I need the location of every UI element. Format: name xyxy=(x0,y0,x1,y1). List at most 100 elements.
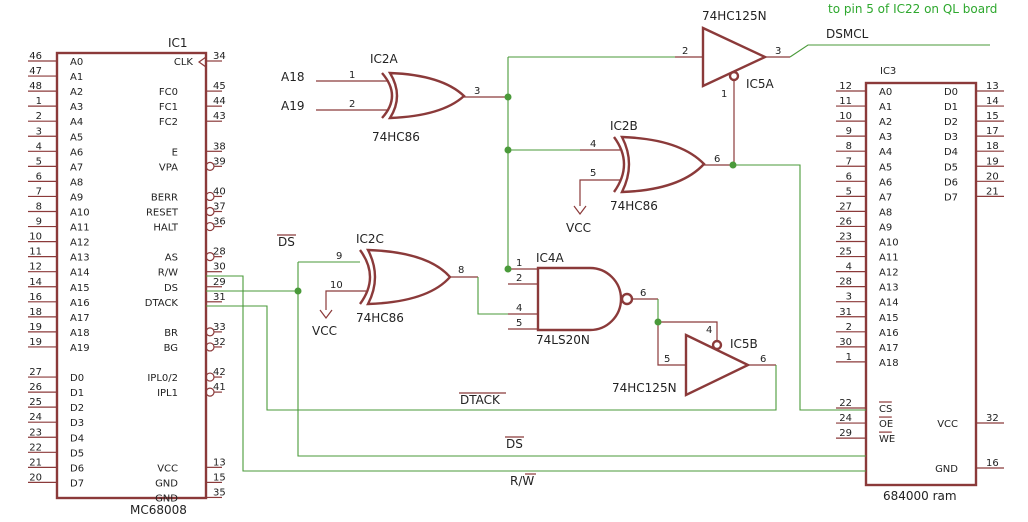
net-labels: DSMCL DS DTACK DS R/W xyxy=(277,27,869,488)
pin-number: 2 xyxy=(846,322,852,333)
pin-name: A6 xyxy=(879,177,892,188)
svg-text:4: 4 xyxy=(706,325,712,336)
pin-name: A5 xyxy=(70,132,83,143)
pin-name: A7 xyxy=(70,162,83,173)
svg-text:6: 6 xyxy=(760,354,766,365)
svg-text:6: 6 xyxy=(640,288,646,299)
pin-number: 27 xyxy=(839,201,852,212)
pin-name: A9 xyxy=(879,222,892,233)
wire-rw xyxy=(206,275,866,472)
pin-number: 28 xyxy=(839,277,852,288)
pin-number: 14 xyxy=(986,96,999,107)
pin-name: RESET xyxy=(146,208,179,219)
pin-name: A11 xyxy=(879,253,899,264)
pin-number: 2 xyxy=(36,111,42,122)
pin-name: AS xyxy=(165,253,178,264)
pin-number: 19 xyxy=(986,156,999,167)
ic2a-ref: IC2A xyxy=(370,52,399,66)
pin-name: D0 xyxy=(70,373,84,384)
pin-number: 44 xyxy=(213,96,226,107)
pin-name: A9 xyxy=(70,192,83,203)
ic5b-part: 74HC125N xyxy=(612,381,677,395)
pin-name: BR xyxy=(164,328,178,339)
pin-number: 8 xyxy=(846,141,852,152)
net-a18-label: A18 xyxy=(281,70,304,84)
ic3-ram: IC3 684000 ram 12A011A110A29A38A47A56A65… xyxy=(836,66,1004,503)
pin-number: 9 xyxy=(846,126,852,137)
pin-name: VCC xyxy=(157,463,178,474)
ic2b-body xyxy=(619,135,706,194)
net-a19-label: A19 xyxy=(281,99,304,113)
pin-name: A16 xyxy=(879,328,899,339)
pin-name: D2 xyxy=(944,117,958,128)
pin-number: 15 xyxy=(986,111,999,122)
pin-name: R/W xyxy=(158,268,178,279)
pin-name: A1 xyxy=(70,72,83,83)
pin-name: D1 xyxy=(70,388,84,399)
pin-name: A18 xyxy=(879,358,899,369)
ic5b-ref: IC5B xyxy=(730,337,758,351)
pin-name: CS xyxy=(879,404,892,415)
ic5b-tristate-buffer: 74HC125N IC5B 5 4 6 xyxy=(612,321,776,397)
ic4a-nand-gate: IC4A 74LS20N 1 2 4 5 6 xyxy=(508,251,658,347)
svg-text:2: 2 xyxy=(682,46,688,57)
pin-number: 36 xyxy=(213,217,226,228)
ic2a-part: 74HC86 xyxy=(372,130,420,144)
pin-number: 30 xyxy=(213,262,226,273)
pin-name: GND xyxy=(155,493,178,504)
ic2c-vcc-label: VCC xyxy=(312,324,337,338)
pin-number: 13 xyxy=(986,81,999,92)
pin-number: 31 xyxy=(213,292,226,303)
pin-number: 43 xyxy=(213,111,226,122)
svg-text:6: 6 xyxy=(714,154,720,165)
net-dtack-label: DTACK xyxy=(460,393,501,407)
ic4a-inversion-bubble xyxy=(620,292,634,306)
svg-text:5: 5 xyxy=(590,168,596,179)
pin-number: 11 xyxy=(29,247,42,258)
ic3-left-pins: 12A011A110A29A38A47A56A65A727A826A923A10… xyxy=(836,81,899,445)
pin-number: 33 xyxy=(213,322,226,333)
pin-name: D0 xyxy=(944,87,958,98)
pin-name: A15 xyxy=(70,283,90,294)
ic4a-part: 74LS20N xyxy=(536,333,590,347)
pin-name: BG xyxy=(164,343,178,354)
pin-name: A10 xyxy=(879,238,899,249)
pin-number: 45 xyxy=(213,81,226,92)
ic5a-enable-bubble xyxy=(728,70,740,82)
pin-name: HALT xyxy=(153,223,179,234)
pin-number: 26 xyxy=(839,216,852,227)
pin-number: 11 xyxy=(839,96,852,107)
pin-number: 26 xyxy=(29,382,42,393)
pin-name: A0 xyxy=(879,87,892,98)
svg-text:3: 3 xyxy=(775,46,781,57)
pin-number: 3 xyxy=(36,126,42,137)
pin-number: 37 xyxy=(213,202,226,213)
vcc-arrow xyxy=(573,205,587,215)
ic2a-body xyxy=(387,71,466,120)
pin-name: D2 xyxy=(70,403,84,414)
net-ds-label-bottom: DS xyxy=(506,437,523,451)
svg-text:10: 10 xyxy=(330,280,343,291)
svg-text:2: 2 xyxy=(349,99,355,110)
pin-number: 20 xyxy=(29,472,42,483)
pin-number: 40 xyxy=(213,186,226,197)
pin-number: 17 xyxy=(986,126,999,137)
pin-name: A13 xyxy=(70,253,90,264)
pin-name: A4 xyxy=(879,147,892,158)
pin-name: A8 xyxy=(70,177,83,188)
svg-text:1: 1 xyxy=(516,258,522,269)
pin-number: 6 xyxy=(846,171,852,182)
ic2b-ref: IC2B xyxy=(610,119,638,133)
wire-dsmcl xyxy=(789,44,990,58)
ic5a-tristate-buffer: 74HC125N IC5A 2 1 3 xyxy=(675,9,790,165)
pin-name: A17 xyxy=(879,343,899,354)
pin-name: DTACK xyxy=(145,298,179,309)
pin-number: 6 xyxy=(36,171,42,182)
pin-number: 32 xyxy=(986,413,999,424)
pin-name: A7 xyxy=(879,192,892,203)
pin-name: A1 xyxy=(879,102,892,113)
pin-name: A12 xyxy=(879,268,899,279)
pin-number: 46 xyxy=(29,51,42,62)
pin-name: FC2 xyxy=(159,117,178,128)
ic1-ref: IC1 xyxy=(168,36,188,50)
